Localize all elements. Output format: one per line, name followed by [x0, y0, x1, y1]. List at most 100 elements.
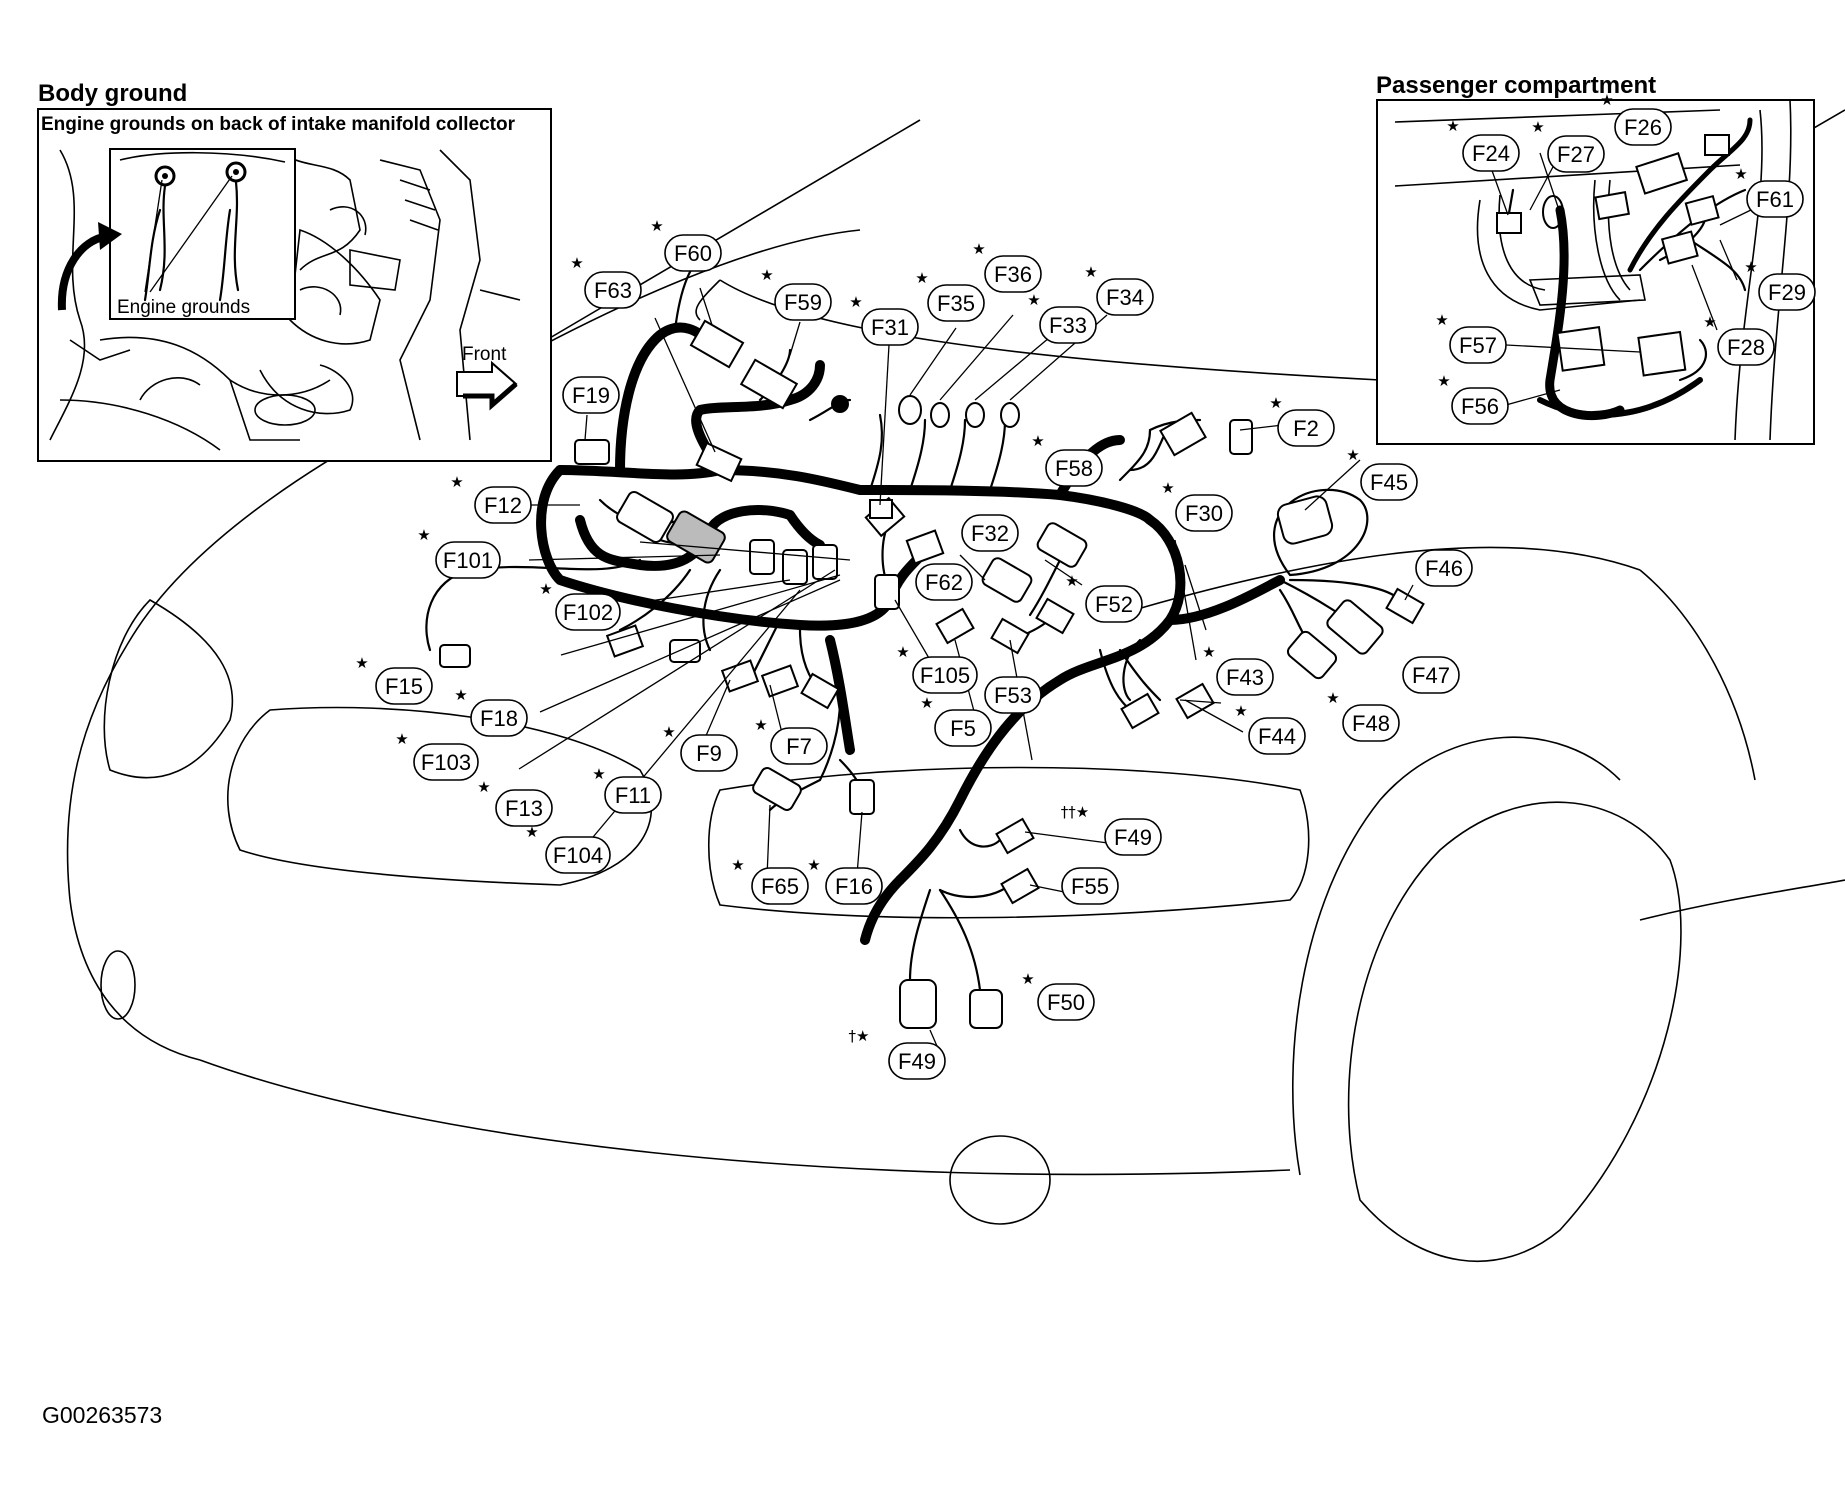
connector-label-f48: F48★	[1326, 689, 1400, 742]
connector-label-bubble	[1746, 180, 1804, 218]
connector-label-text: F53	[994, 683, 1032, 708]
engine-sketch	[49, 149, 521, 451]
connector-label-f30: F30★	[1161, 479, 1233, 532]
connector-label-f26: F26★	[1600, 91, 1672, 146]
connector-label-f32: F32	[961, 514, 1019, 552]
connector-label-f33: F33★	[1027, 291, 1097, 344]
connector-label-text: F61	[1756, 187, 1794, 212]
connector-label-bubble	[555, 593, 621, 631]
connector-label-f5: F5 ★	[920, 694, 992, 747]
connector-label-f101: F101★	[417, 526, 501, 579]
connector-label-f103: F103 ★	[395, 730, 479, 781]
connector-label-f57: F57★	[1435, 311, 1507, 364]
connector-label-bubble	[825, 867, 883, 905]
connector-label-text: F104	[553, 843, 603, 868]
connector-label-f63: F63★	[570, 254, 642, 309]
connector-mark-star: ★	[807, 856, 820, 874]
connector-mark-star: ★	[395, 730, 408, 748]
connector-label-text: F47	[1412, 663, 1450, 688]
connector-mark-star: ★	[1703, 313, 1716, 331]
connector-mark-star: ★	[1435, 311, 1448, 329]
connector-label-f2: F2★	[1269, 394, 1335, 447]
connector-label-bubble	[1614, 108, 1672, 146]
connector-label-bubble	[604, 776, 662, 814]
connector-label-text: F43	[1226, 665, 1264, 690]
connector-label-text: F12	[484, 493, 522, 518]
connector-label-text: F26	[1624, 115, 1662, 140]
connector-mark-star: ★	[754, 716, 767, 734]
connector-label-bubble	[584, 271, 642, 309]
connector-label-text: F33	[1049, 313, 1087, 338]
connector-mark-star: ★	[915, 269, 928, 287]
connector-label-bubble	[562, 376, 620, 414]
connector-mark-star: ★	[1269, 394, 1282, 412]
connector-label-bubble	[1449, 326, 1507, 364]
connector-label-bubble	[1758, 273, 1816, 311]
connector-mark-star: ★	[454, 686, 467, 704]
connector-mark-star: ★	[450, 473, 463, 491]
connector-label-f27: F27★	[1531, 118, 1605, 173]
connector-label-text: F19	[572, 383, 610, 408]
connector-label-bubble	[1175, 494, 1233, 532]
connector-label-f31: F31★	[849, 293, 919, 346]
connector-label-text: F65	[761, 874, 799, 899]
connector-label-f59: F59★	[760, 266, 832, 321]
connector-mark-star: ★	[592, 765, 605, 783]
connector-label-text: F11	[615, 783, 651, 808]
connector-mark-star: ††★	[1061, 803, 1089, 821]
connector-label-bubble	[1216, 658, 1274, 696]
connector-label-bubble	[435, 541, 501, 579]
connector-mark-star: ★	[1437, 372, 1450, 390]
connector-label-f16: F16 ★	[807, 856, 883, 905]
connector-label-bubble	[1045, 449, 1103, 487]
connector-mark-star: ★	[920, 694, 933, 712]
connector-label-text: F60	[674, 241, 712, 266]
connector-label-text: F5	[950, 716, 976, 741]
connector-label-bubble	[751, 867, 809, 905]
connector-label-f105: F105★	[896, 643, 978, 694]
connector-label-bubble	[888, 1042, 946, 1080]
connector-label-bubble	[1717, 328, 1775, 366]
connector-mark-star: ★	[539, 580, 552, 598]
connector-label-text: F101	[443, 548, 493, 573]
connector-label-f62: F62	[915, 563, 973, 601]
connector-label-bubble	[1547, 135, 1605, 173]
connector-label-f44: F44★	[1234, 702, 1306, 755]
connector-label-text: F52	[1095, 592, 1133, 617]
connector-label-text: F27	[1557, 142, 1595, 167]
connector-mark-star: ★	[662, 723, 675, 741]
connector-label-f47: F47	[1402, 656, 1460, 694]
connector-label-bubble	[1402, 656, 1460, 694]
connector-mark-star: ★	[1161, 479, 1174, 497]
connector-label-text: F63	[594, 278, 632, 303]
connector-label-f19: F19	[562, 376, 620, 414]
connector-wires	[425, 248, 1425, 1029]
connector-mark-star: ★	[650, 217, 663, 235]
connector-mark-star: ★	[1084, 263, 1097, 281]
connector-label-f56: F56 ★	[1437, 372, 1509, 425]
connector-label-bubble	[1096, 278, 1154, 316]
connector-label-bubble	[1037, 983, 1095, 1021]
front-label: Front	[462, 344, 507, 365]
connector-label-text: F35	[937, 291, 975, 316]
connector-label-text: F15	[385, 674, 423, 699]
connector-label-f15: F15 ★	[355, 654, 433, 705]
connector-mark-star: ★	[849, 293, 862, 311]
connector-label-text: F16	[835, 874, 873, 899]
connector-labels: F63★F60★F59★F31★F35★F36★F33★F34★F19F2★F5…	[355, 91, 1816, 1080]
connector-label-text: F18	[480, 706, 518, 731]
connector-label-text: F24	[1472, 141, 1510, 166]
connector-label-text: F48	[1352, 711, 1390, 736]
connector-mark-star: ★	[477, 778, 490, 796]
connector-label-text: F28	[1727, 335, 1765, 360]
connector-mark-star: ★	[1734, 165, 1747, 183]
connector-label-bubble	[1085, 585, 1143, 623]
connector-label-f50: F50★	[1021, 970, 1095, 1021]
connector-label-text: F56	[1461, 394, 1499, 419]
connector-mark-star: ★	[525, 823, 538, 841]
body-ground-title: Body ground	[38, 80, 187, 107]
connector-mark-star: ★	[355, 654, 368, 672]
connector-label-bubble	[413, 743, 479, 781]
connector-label-text: F103	[421, 750, 471, 775]
connector-label-f7: F7★	[754, 716, 828, 765]
